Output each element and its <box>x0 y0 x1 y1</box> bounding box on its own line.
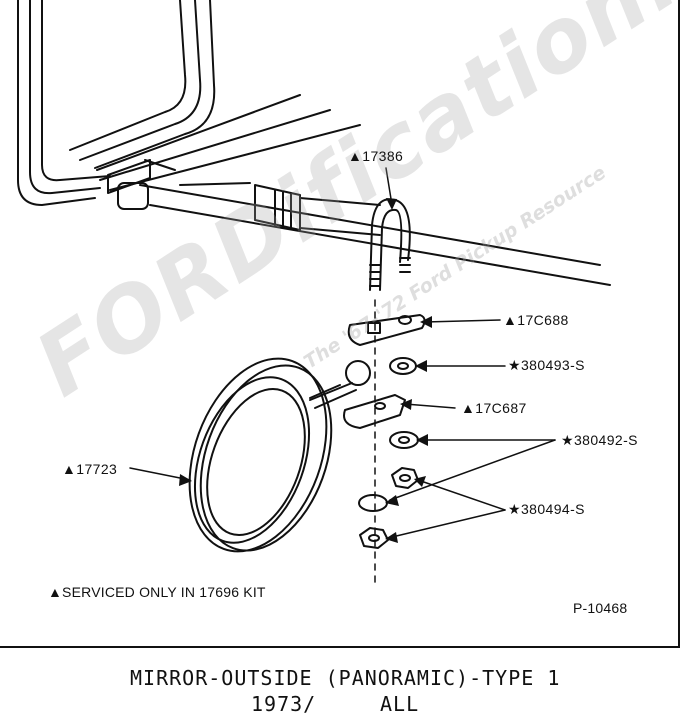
mount-bracket <box>107 159 176 210</box>
door-window-frame <box>17 0 361 206</box>
service-note: ▲SERVICED ONLY IN 17696 KIT <box>48 584 266 600</box>
lock-washer-380493 <box>389 357 417 375</box>
mirror-head <box>188 357 341 553</box>
caption-title: MIRROR-OUTSIDE (PANORAMIC)-TYPE 1 <box>130 666 561 690</box>
nut-380494-b <box>359 527 389 549</box>
caption-models: ALL <box>380 692 420 716</box>
label-380492-s: ★380492-S <box>561 432 638 448</box>
label-17386: ▲17386 <box>348 148 404 164</box>
label-17723: ▲17723 <box>62 461 118 477</box>
washer-380492-b <box>358 494 388 512</box>
exploded-view-drawing <box>17 0 611 586</box>
label-17c687: ▲17C687 <box>461 400 527 416</box>
arrowheads <box>179 198 432 543</box>
figure-code: P-10468 <box>573 600 628 616</box>
leader-lines <box>129 167 556 539</box>
nut-380494-a <box>391 467 419 489</box>
diagram-frame: FORDification.net The '67-'72 Ford Picku… <box>0 0 680 648</box>
label-380493-s: ★380493-S <box>508 357 585 373</box>
door-rail <box>139 182 611 286</box>
washer-380492-a <box>389 431 419 449</box>
clamp-plate-upper <box>347 314 426 346</box>
label-17c688: ▲17C688 <box>503 312 569 328</box>
frame-border-right <box>678 0 680 646</box>
label-380494-s: ★380494-S <box>508 501 585 517</box>
caption-year: 1973/ <box>251 692 317 716</box>
ball-stud <box>345 360 371 386</box>
